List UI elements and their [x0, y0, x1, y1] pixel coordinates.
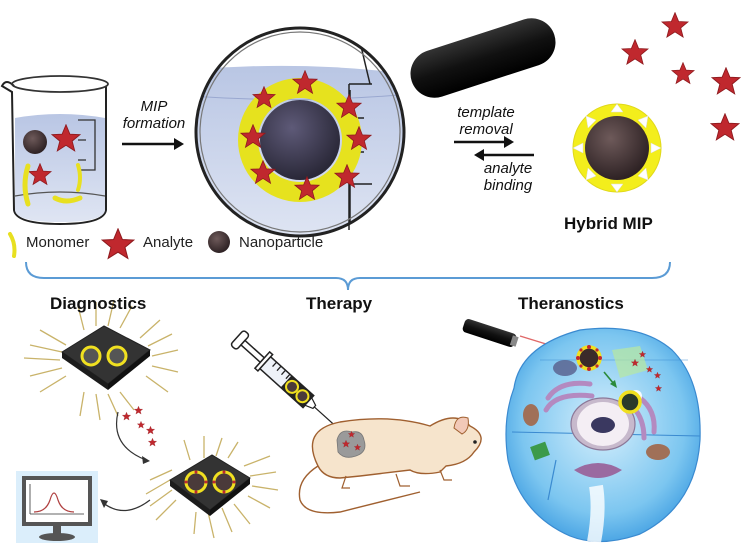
readout-arrow — [101, 499, 151, 512]
theranostics-illustration — [462, 319, 701, 544]
beaker-with-precursors — [0, 75, 109, 226]
applications-brace — [25, 261, 671, 291]
hybrid-mip-label: Hybrid MIP — [564, 214, 653, 233]
analyte-binding-line2: binding — [483, 177, 533, 194]
analyte-star-icon — [101, 228, 135, 259]
mip-formation-label: MIP formation — [118, 98, 190, 132]
mitochondrion-icon — [523, 404, 539, 426]
legend-nanoparticle-label: Nanoparticle — [239, 234, 324, 251]
monitor-readout — [16, 471, 98, 543]
imprinted-cavities — [572, 103, 662, 193]
sensor-chip-bound — [145, 436, 279, 539]
monomer-icon — [52, 195, 83, 204]
magnifier-handle — [410, 18, 556, 98]
analyte-sample — [122, 406, 157, 447]
hybrid-mip-particle — [572, 103, 662, 193]
monomer-icon — [76, 163, 82, 192]
therapy-heading: Therapy — [306, 294, 373, 313]
nucleolus — [591, 417, 615, 433]
release-arrow — [603, 371, 615, 385]
magnifying-glass — [194, 18, 556, 238]
organelle — [530, 441, 550, 461]
nanoparticle-icon — [208, 231, 230, 253]
monomer-icon — [22, 163, 31, 207]
analyte-binding-label: analyte binding — [470, 160, 546, 194]
flow-arrow — [116, 411, 147, 461]
tumor-icon — [336, 430, 366, 458]
mip-formation-arrow — [122, 138, 184, 150]
hybrid-mip-released — [618, 390, 642, 414]
monomer-icon — [8, 232, 17, 258]
template-removal-line2: removal — [459, 121, 513, 138]
gaussian-peak — [33, 492, 75, 513]
template-removal-label: template removal — [444, 104, 528, 138]
therapy-illustration — [230, 330, 482, 514]
er-organelle — [574, 463, 622, 478]
mip-formation-line1: MIP — [140, 98, 168, 115]
reversible-arrows — [454, 136, 534, 161]
theranostics-heading: Theranostics — [518, 294, 624, 313]
template-removal-line1: template — [457, 104, 515, 121]
nanoparticle-icon — [23, 130, 47, 154]
nanoparticle-core — [260, 100, 340, 180]
diagnostics-heading: Diagnostics — [50, 294, 147, 313]
organelle — [553, 360, 577, 376]
legend-icons — [8, 228, 230, 259]
legend-analyte-label: Analyte — [143, 234, 194, 251]
laser-pointer-icon — [462, 319, 519, 347]
mitochondrion-icon — [646, 444, 670, 460]
mouse-icon — [298, 416, 482, 514]
diagnostics-illustration — [16, 299, 279, 543]
legend-monomer-label: Monomer — [26, 234, 90, 251]
mip-formation-line2: formation — [122, 115, 186, 132]
sensor-chip-empty — [23, 299, 179, 421]
analyte-binding-line1: analyte — [483, 160, 533, 177]
